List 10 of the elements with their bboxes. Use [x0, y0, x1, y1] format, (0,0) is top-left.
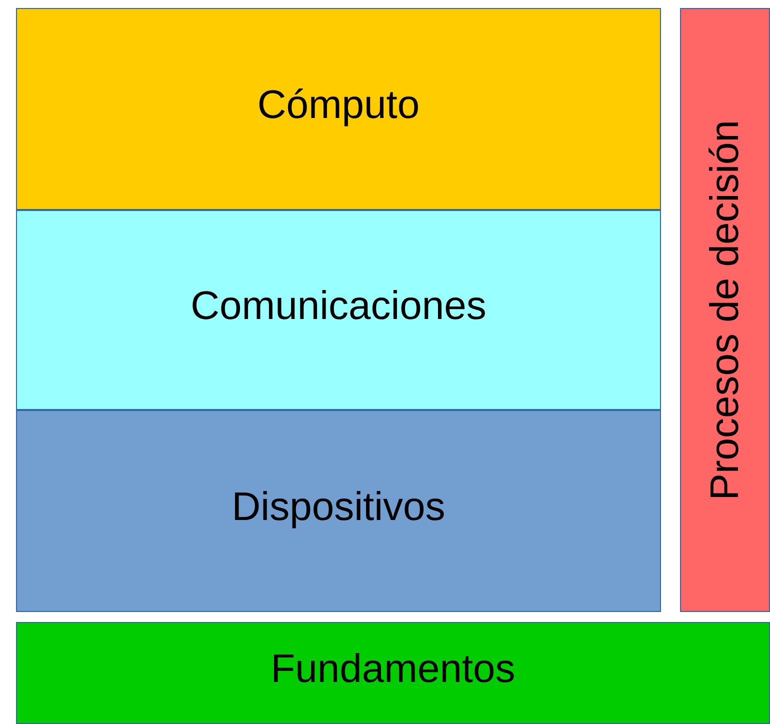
layer-band: [16, 410, 661, 612]
layer-label: Procesos de decisión: [702, 120, 748, 500]
layer-label: Comunicaciones: [190, 284, 486, 328]
base-band: [16, 622, 770, 724]
layer-band: [16, 8, 661, 210]
layer-label: Fundamentos: [270, 646, 516, 692]
layer-band: [16, 210, 661, 410]
layer-label: Cómputo: [257, 82, 420, 128]
layer-label: Dispositivos: [232, 484, 446, 530]
side-band: [680, 8, 770, 612]
